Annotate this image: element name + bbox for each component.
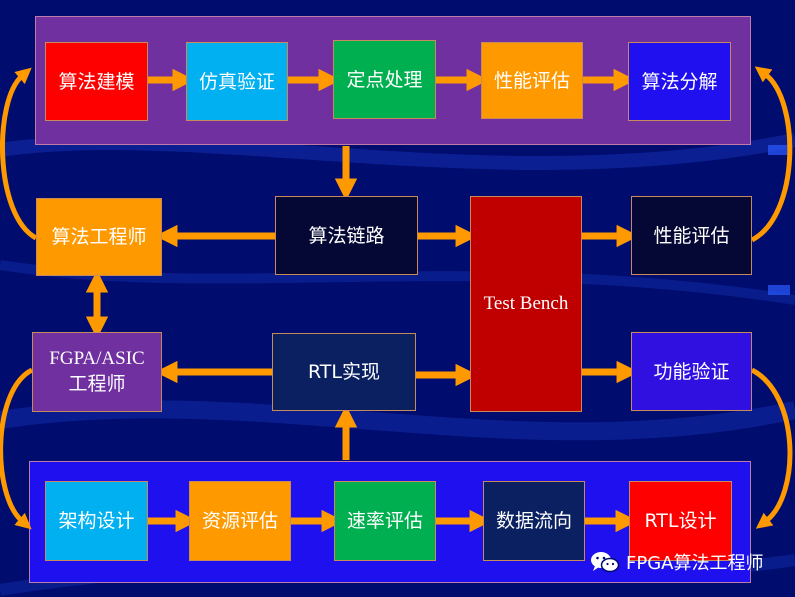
top-step-4: 性能评估 xyxy=(481,42,583,119)
test-bench-box: Test Bench xyxy=(470,196,582,412)
bottom-step-4: 数据流向 xyxy=(483,481,585,561)
watermark-text: FPGA算法工程师 xyxy=(626,553,764,574)
bottom-step-5: RTL设计 xyxy=(629,481,732,561)
rtl-impl-box: RTL实现 xyxy=(272,333,416,411)
bottom-step-1: 架构设计 xyxy=(45,481,148,561)
algorithm-engineer-box: 算法工程师 xyxy=(36,198,162,276)
top-step-2: 仿真验证 xyxy=(186,42,288,121)
algorithm-link-box: 算法链路 xyxy=(275,196,418,275)
fpga-asic-engineer-box: FGPA/ASIC 工程师 xyxy=(32,332,162,412)
bottom-step-3: 速率评估 xyxy=(334,481,436,561)
watermark: FPGA算法工程师 xyxy=(590,548,763,576)
top-step-5: 算法分解 xyxy=(628,42,731,121)
function-verify-box: 功能验证 xyxy=(631,332,752,411)
wechat-icon xyxy=(591,552,620,573)
performance-eval-box: 性能评估 xyxy=(631,196,752,275)
top-step-1: 算法建模 xyxy=(45,42,148,121)
bottom-step-2: 资源评估 xyxy=(189,481,291,561)
top-step-3: 定点处理 xyxy=(333,40,436,119)
